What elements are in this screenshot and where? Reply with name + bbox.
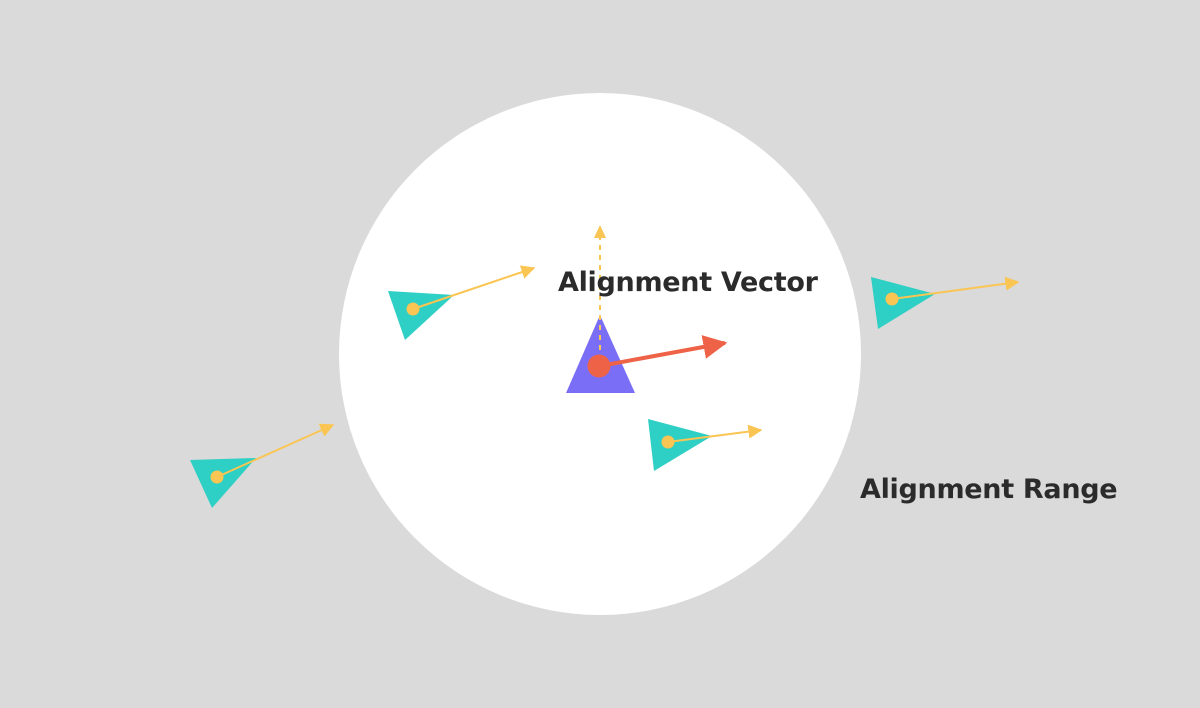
- alignment-vector-label: Alignment Vector: [558, 267, 818, 298]
- focal-agent: [566, 225, 728, 393]
- focal-center-dot: [587, 354, 611, 378]
- neighbor-velocity-arrow: [412, 265, 536, 310]
- neighbor-velocity-arrow: [667, 424, 763, 443]
- alignment-range-label: Alignment Range: [860, 474, 1118, 505]
- neighbor-center-dot: [885, 292, 899, 306]
- neighbor-agent-inside-lower: [648, 419, 763, 471]
- neighbor-triangle-icon: [190, 458, 256, 508]
- neighbor-velocity-arrow: [891, 276, 1020, 300]
- neighbor-triangle-icon: [648, 419, 712, 471]
- focal-triangle-icon: [566, 315, 635, 393]
- neighbor-agent-outside-left: [190, 423, 335, 508]
- focal-heading-arrowhead-icon: [594, 225, 606, 238]
- neighbor-velocity-arrow: [216, 423, 335, 478]
- neighbor-center-dot: [406, 302, 420, 316]
- neighbor-triangle-icon: [871, 277, 935, 329]
- neighbor-agent-outside-right: [871, 276, 1020, 329]
- neighbor-center-dot: [210, 470, 224, 484]
- neighbor-agent-inside-upper: [388, 265, 536, 340]
- alignment-vector-arrow: [599, 335, 728, 368]
- neighbor-center-dot: [661, 435, 675, 449]
- neighbor-triangle-icon: [388, 291, 454, 340]
